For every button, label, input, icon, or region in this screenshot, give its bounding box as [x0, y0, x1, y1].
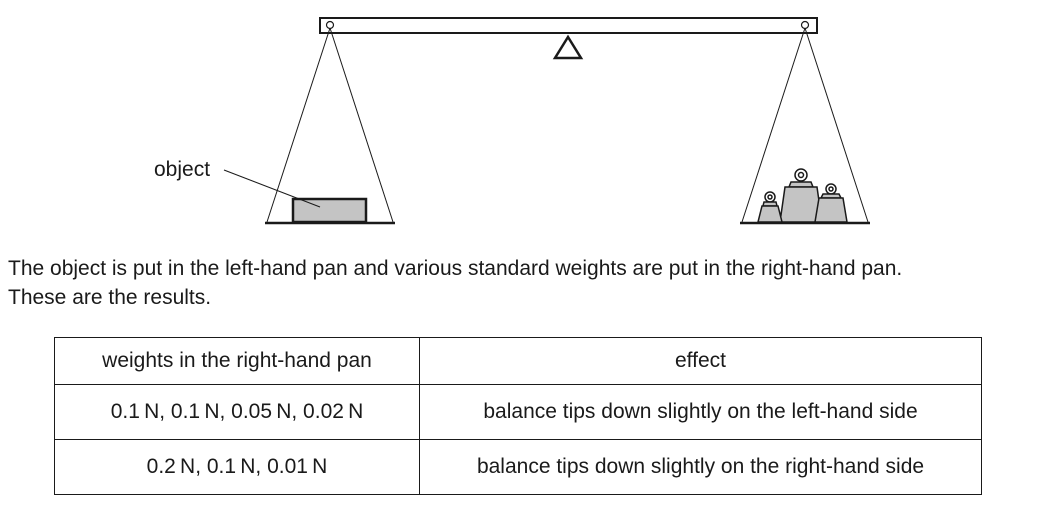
- beam-right-pin: [800, 20, 810, 30]
- results-table: weights in the right-hand pan effect 0.1…: [54, 337, 982, 495]
- row-2-weights: 0.2 N, 0.1 N, 0.01 N: [54, 439, 420, 495]
- right-pan-string-left: [741, 27, 806, 223]
- left-pan-string-left: [266, 27, 331, 223]
- table-header-row: weights in the right-hand pan effect: [54, 337, 982, 385]
- object-label: object: [154, 158, 210, 181]
- table-row: 0.2 N, 0.1 N, 0.01 N balance tips down s…: [54, 439, 982, 495]
- standard-weights-icon: [757, 168, 848, 223]
- header-effect: effect: [419, 337, 982, 385]
- triangle-pivot-icon: [552, 34, 584, 60]
- object-leader-line: [223, 169, 321, 208]
- description-line-1: The object is put in the left-hand pan a…: [8, 257, 903, 280]
- right-pan-string-right: [804, 27, 869, 223]
- header-weights: weights in the right-hand pan: [54, 337, 420, 385]
- left-pan-string-right: [329, 27, 394, 223]
- object-block: [291, 197, 368, 224]
- balance-beam: [319, 17, 818, 34]
- beam-left-pin: [325, 20, 335, 30]
- row-1-weights: 0.1 N, 0.1 N, 0.05 N, 0.02 N: [54, 384, 420, 440]
- row-2-effect: balance tips down slightly on the right-…: [419, 439, 982, 495]
- table-row: 0.1 N, 0.1 N, 0.05 N, 0.02 N balance tip…: [54, 384, 982, 440]
- balance-diagram: object: [154, 17, 870, 225]
- row-1-effect: balance tips down slightly on the left-h…: [419, 384, 982, 440]
- description-line-2: These are the results.: [8, 286, 212, 309]
